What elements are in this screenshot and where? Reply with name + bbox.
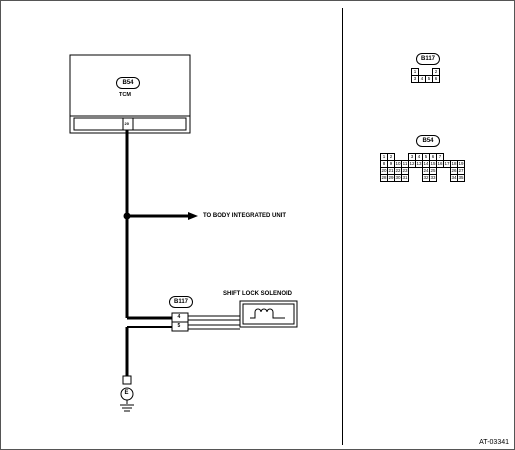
pin-cell: 23 <box>401 167 409 175</box>
pin-cell: 4 <box>418 75 426 83</box>
pin-cell: 13 <box>415 160 423 168</box>
pin-cell: 16 <box>436 160 444 168</box>
b117-pin-4: 4 <box>177 314 181 320</box>
pin-gap <box>444 154 451 161</box>
tcm-box <box>69 54 191 134</box>
pin-cell: 5 <box>425 75 433 83</box>
pin-cell: 4 <box>415 153 423 161</box>
pin-cell: 5 <box>422 153 430 161</box>
pin-cell: 1 <box>411 68 419 76</box>
pin-cell: 34 <box>450 174 458 182</box>
b117-connector-badge: B117 <box>169 296 193 308</box>
pin-cell: 19 <box>457 160 465 168</box>
pin-cell: 12 <box>408 160 416 168</box>
ground-label: E <box>124 390 129 396</box>
pin-cell: 21 <box>387 167 395 175</box>
pin-gap <box>409 168 416 175</box>
pin-cell: 15 <box>429 160 437 168</box>
pin-cell: 30 <box>394 174 402 182</box>
pin-cell: 27 <box>457 167 465 175</box>
pin-cell: 18 <box>450 160 458 168</box>
pin-cell: 9 <box>387 160 395 168</box>
pin-cell: 31 <box>401 174 409 182</box>
solenoid-box <box>239 300 298 328</box>
pin-gap <box>395 154 402 161</box>
pin-cell: 3 <box>408 153 416 161</box>
b117-connector-face: 1 2 3 4 5 6 <box>411 68 440 83</box>
figure-code: AT-03341 <box>479 439 509 446</box>
pin-gap <box>402 154 409 161</box>
pin-cell: 24 <box>422 167 430 175</box>
pin-gap <box>444 168 451 175</box>
tcm-pin-number: 20 <box>124 121 129 126</box>
pin-cell: 26 <box>450 167 458 175</box>
pin-cell: 25 <box>429 167 437 175</box>
pin-cell: 8 <box>380 160 388 168</box>
pin-gap <box>416 168 423 175</box>
pin-cell: 35 <box>457 174 465 182</box>
pin-gap <box>419 69 426 76</box>
pin-cell: 11 <box>401 160 409 168</box>
pin-gap <box>451 154 458 161</box>
pin-cell: 28 <box>380 174 388 182</box>
pin-cell: 33 <box>429 174 437 182</box>
pin-gap <box>426 69 433 76</box>
pin-cell: 20 <box>380 167 388 175</box>
arrow-right-icon <box>188 212 198 220</box>
pin-cell: 1 <box>380 153 388 161</box>
pin-cell: 32 <box>422 174 430 182</box>
pin-cell: 22 <box>394 167 402 175</box>
pin-cell: 29 <box>387 174 395 182</box>
pin-gap <box>437 175 444 182</box>
pin-gap <box>444 175 451 182</box>
pin-cell: 14 <box>422 160 430 168</box>
solenoid-label: SHIFT LOCK SOLENOID <box>223 290 292 297</box>
pin-gap <box>437 168 444 175</box>
tcm-label: TCM <box>119 92 131 98</box>
junction-destination-label: TO BODY INTEGRATED UNIT <box>203 212 287 219</box>
coil-icon <box>250 308 285 319</box>
tcm-connector-badge: B54 <box>116 77 140 89</box>
pin-cell: 3 <box>411 75 419 83</box>
b54-face-badge: B54 <box>416 135 440 147</box>
panel-divider <box>342 8 343 445</box>
pin-gap <box>416 175 423 182</box>
pin-cell: 7 <box>436 153 444 161</box>
pin-gap <box>458 154 465 161</box>
pin-cell: 6 <box>432 75 440 83</box>
pin-cell: 17 <box>443 160 451 168</box>
b117-pin-5: 5 <box>177 323 181 329</box>
pin-cell: 2 <box>432 68 440 76</box>
pin-cell: 6 <box>429 153 437 161</box>
pin-cell: 10 <box>394 160 402 168</box>
pin-cell: 2 <box>387 153 395 161</box>
pin-gap <box>409 175 416 182</box>
b117-face-badge: B117 <box>416 53 440 65</box>
